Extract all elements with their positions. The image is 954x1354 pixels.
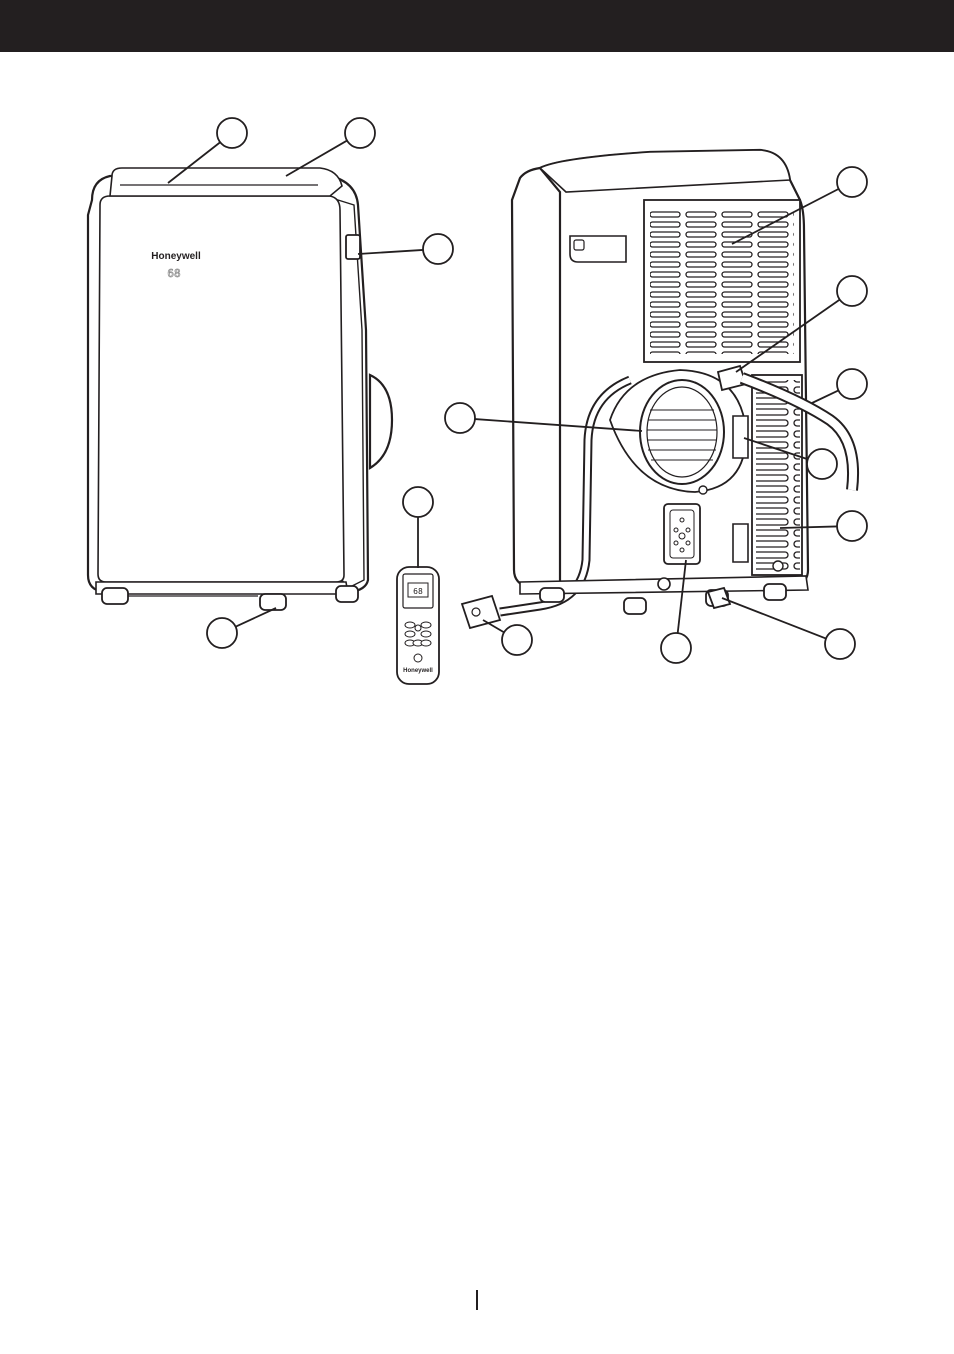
callout-remote-control (402, 486, 434, 518)
callout-top-cover-left (216, 117, 248, 149)
page-number-marker (476, 1290, 478, 1310)
callout-upper-air-filter (836, 166, 868, 198)
front-temperature-display: 68 (167, 267, 180, 280)
callout-exhaust-outlet-leader (474, 418, 643, 432)
rear-unit (460, 148, 859, 630)
callout-rear-control-pad-leader (676, 559, 687, 634)
callout-bottom-drain-port-leader (721, 597, 827, 640)
callout-drain-hose-connector-leader (735, 298, 841, 373)
callout-front-wheel-leader (235, 607, 277, 628)
callout-power-plug (501, 624, 533, 656)
callout-exhaust-outlet (444, 402, 476, 434)
callout-lower-air-filter (836, 510, 868, 542)
remote-temperature-display: 68 (413, 587, 423, 596)
front-wheels (101, 585, 359, 611)
callout-front-wheel (206, 617, 238, 649)
callout-cord-hook-upper-leader (743, 437, 809, 461)
remote-control (396, 566, 440, 685)
header-bar (0, 0, 954, 52)
cord-hook-upper (732, 415, 749, 459)
callout-drain-hose-leader (811, 389, 839, 404)
callout-power-plug-leader (482, 619, 505, 634)
product-diagram: Honeywell 68 68 Honeywell (86, 117, 868, 685)
callout-side-handle-leader (357, 249, 424, 255)
top-cover (109, 167, 343, 197)
callout-bottom-drain-port (824, 628, 856, 660)
front-unit (86, 167, 394, 611)
remote-buttons (404, 621, 432, 663)
remote-lcd-screen (407, 582, 429, 598)
remote-brand-label: Honeywell (403, 668, 433, 674)
callout-top-cover-right-leader (285, 139, 348, 177)
callout-side-handle (422, 233, 454, 265)
callout-upper-air-filter-leader (731, 188, 840, 245)
callout-top-cover-left-leader (167, 141, 221, 184)
callout-lower-air-filter-leader (779, 525, 838, 529)
callout-drain-hose-connector (836, 275, 868, 307)
bottom-drain-port (706, 586, 732, 610)
front-base (95, 581, 349, 595)
power-plug (460, 594, 502, 630)
callout-top-cover-right (344, 117, 376, 149)
front-brand-label: Honeywell (151, 251, 201, 262)
cord-hook-lower (732, 523, 749, 563)
rear-top-cap (538, 149, 791, 193)
side-bulge (368, 373, 394, 470)
exhaust-grill-lines (647, 409, 717, 461)
side-handle (345, 234, 361, 260)
callout-drain-hose (836, 368, 868, 400)
callout-rear-control-pad (660, 632, 692, 664)
front-panel (97, 195, 345, 583)
callout-cord-hook-upper (806, 448, 838, 480)
